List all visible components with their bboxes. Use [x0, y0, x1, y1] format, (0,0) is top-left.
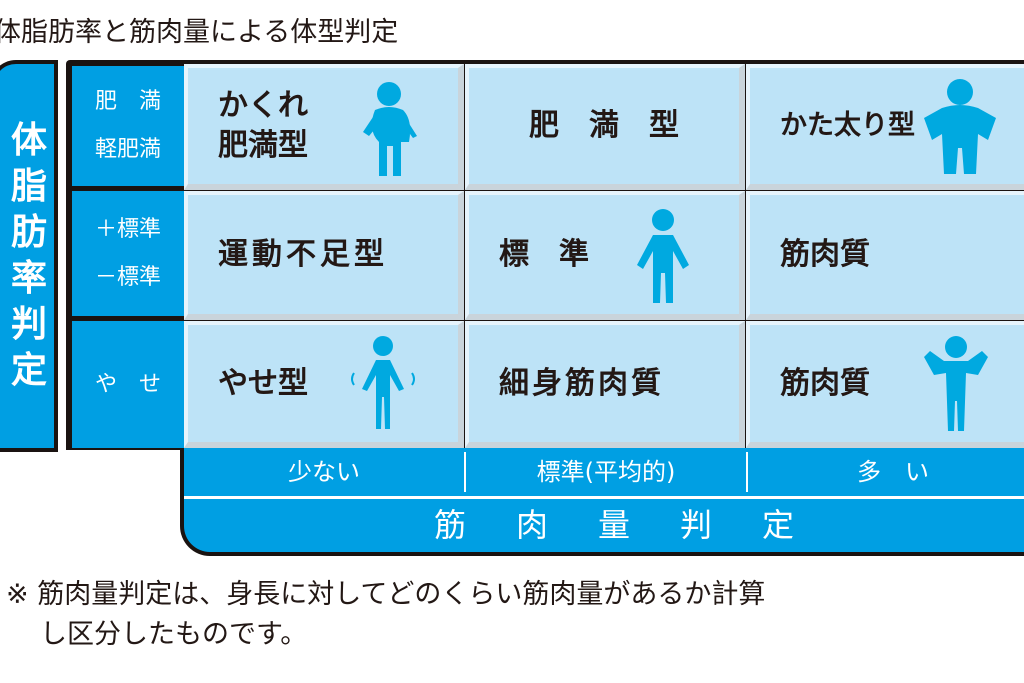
axis-char: 定 — [10, 350, 47, 391]
cell-thin: やせ型 — [184, 321, 464, 448]
cell-solid-build: かた太り型 — [746, 64, 1024, 190]
row-header-obese: 肥 満軽肥満 — [72, 66, 184, 186]
page-title: 体脂肪率と筋肉量による体型判定 — [0, 17, 399, 48]
cell-slim-muscular: 細身筋肉質 — [465, 321, 745, 448]
body-fat-axis-label: 体 脂 肪 率 判 定 — [0, 60, 58, 452]
cell-hidden-obese: かくれ肥満型 — [184, 64, 464, 190]
hidden-obese-figure-icon — [363, 82, 417, 176]
muscle-level-standard: 標準(平均的) — [466, 452, 748, 492]
muscle-level-low: 少ない — [184, 452, 466, 492]
muscle-axis-label: 筋肉量判定 — [184, 496, 1024, 548]
axis-char: 肪 — [10, 212, 47, 253]
axis-char: 判 — [10, 304, 47, 345]
axis-char: 率 — [10, 258, 47, 299]
cell-obese: 肥 満 型 — [465, 64, 745, 190]
muscular-figure-icon — [924, 336, 988, 431]
footnote-line: ※ 筋肉量判定は、身長に対してどのくらい筋肉量があるか計算 — [6, 579, 766, 610]
row-header-thin: や せ — [72, 321, 184, 448]
cell-lack-of-exercise: 運動不足型 — [184, 191, 464, 320]
axis-char: 体 — [10, 120, 47, 161]
cell-standard: 標 準 — [465, 191, 745, 320]
cell-muscular-standard-fat: 筋肉質 — [746, 191, 1024, 320]
solid-build-figure-icon — [924, 79, 996, 174]
axis-char: 脂 — [10, 166, 47, 207]
standard-figure-icon — [637, 209, 689, 303]
footnote-line: し区分したものです。 — [40, 619, 308, 650]
muscle-level-high: 多 い — [857, 458, 929, 486]
row-header-standard: ＋標準－標準 — [72, 191, 184, 316]
cell-muscular: 筋肉質 — [746, 321, 1024, 448]
thin-figure-icon — [351, 336, 415, 429]
body-type-matrix: 肥 満軽肥満 ＋標準－標準 や せ かくれ肥満型 肥 満 型 かた太り型 運動不… — [66, 60, 1024, 556]
cell-label: かくれ肥満型 — [218, 88, 308, 163]
footnote: ※ 筋肉量判定は、身長に対してどのくらい筋肉量があるか計算 し区分したものです。 — [6, 575, 1024, 655]
